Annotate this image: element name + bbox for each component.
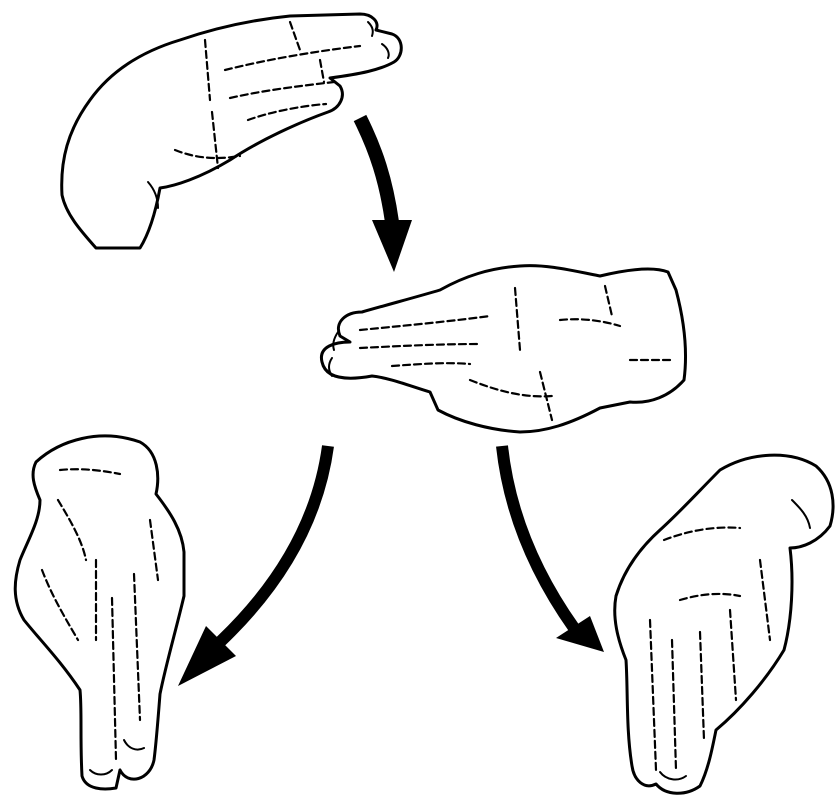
curved-arrow-down-left-icon: [178, 446, 328, 686]
curved-arrow-down-icon: [360, 118, 412, 272]
curved-arrow-down-right-icon: [502, 446, 604, 652]
hand-two-fingers-forward-icon: [321, 266, 685, 432]
hand-fingers-down-icon: [615, 455, 833, 793]
hand-two-fingers-horizontal-icon: [62, 14, 402, 248]
hand-two-fingers-down-icon: [15, 436, 184, 789]
